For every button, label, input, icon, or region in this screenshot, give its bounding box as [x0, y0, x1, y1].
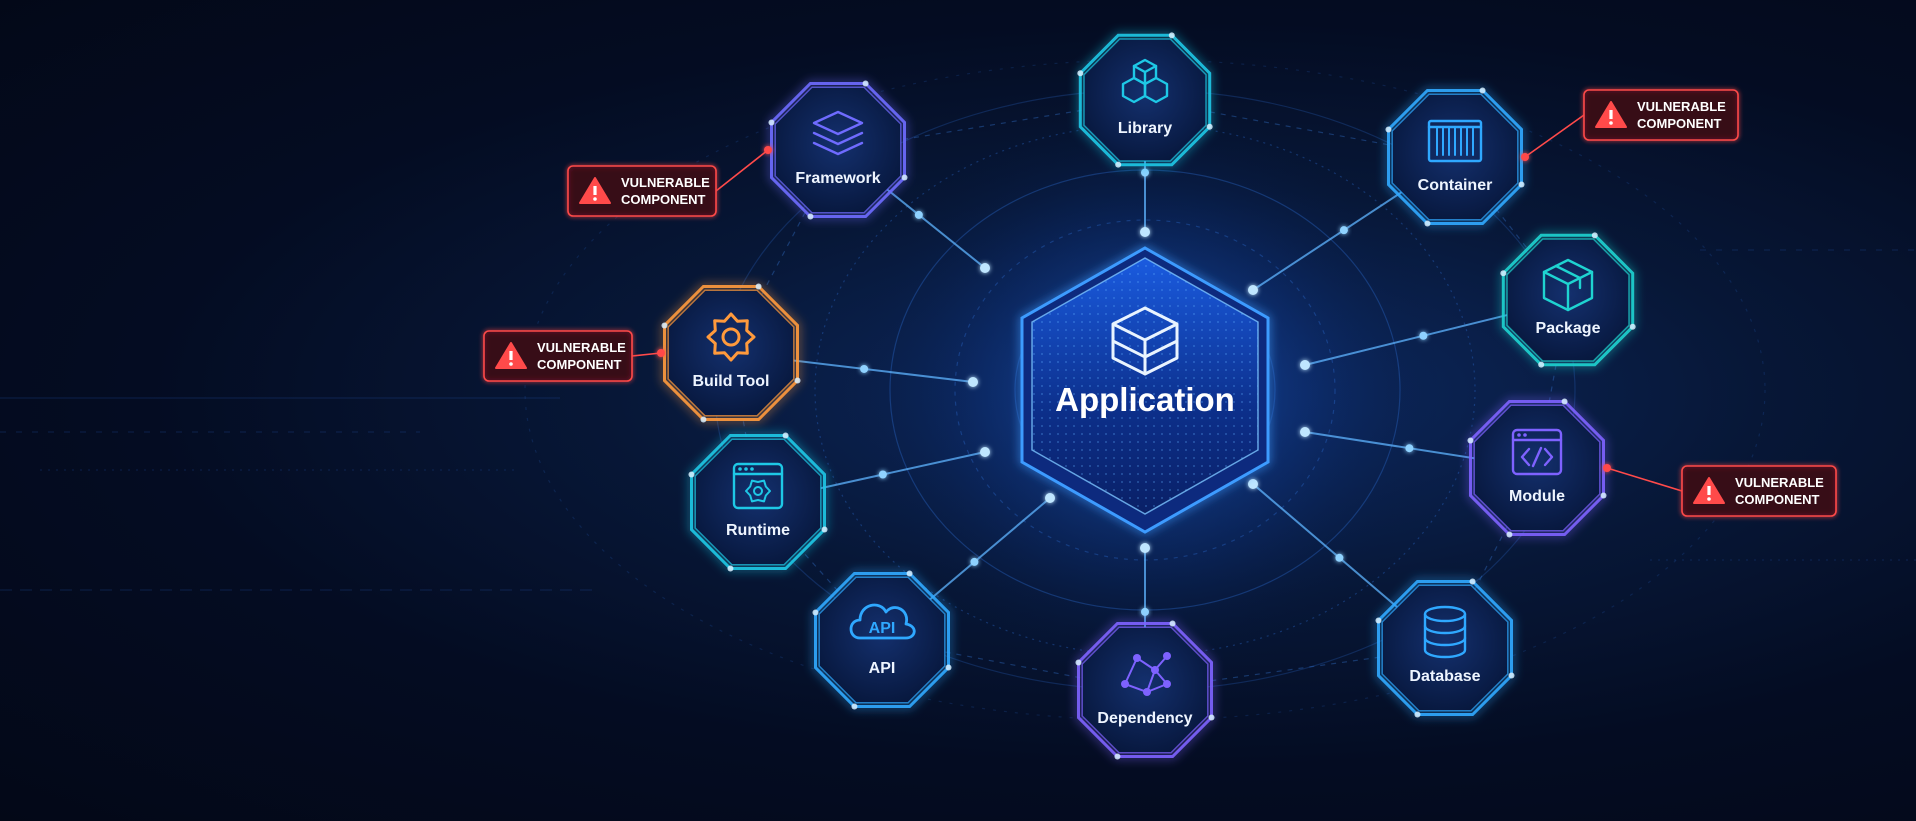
ring-link — [1144, 99, 1456, 158]
graph-icon — [1121, 652, 1171, 696]
application-node[interactable]: Application — [1020, 246, 1270, 534]
callout-line2: COMPONENT — [1637, 116, 1722, 131]
container-label: Container — [1418, 177, 1493, 194]
edge-dot-module — [1405, 444, 1414, 453]
database-node[interactable]: Database — [1375, 578, 1515, 718]
library-node[interactable]: Library — [1077, 32, 1213, 168]
dependency-label: Dependency — [1097, 710, 1192, 727]
edge-dot-library — [1141, 168, 1149, 177]
build-tool-label: Build Tool — [692, 373, 769, 390]
background-decoration — [0, 59, 1916, 721]
package-node[interactable]: Package — [1500, 232, 1636, 368]
dependency-node[interactable]: Dependency — [1075, 620, 1215, 760]
database-label: Database — [1409, 668, 1480, 685]
attach-dot-library — [1140, 227, 1150, 237]
ring-link — [1454, 156, 1569, 301]
framework-node[interactable]: Framework — [768, 80, 908, 220]
callout-line2: COMPONENT — [621, 192, 706, 207]
warning-triangle-icon — [495, 342, 527, 369]
container-node[interactable]: Container — [1385, 87, 1525, 227]
callout-line1: VULNERABLE — [621, 175, 710, 190]
vulnerable-component-callout[interactable]: VULNERABLE COMPONENT — [1603, 464, 1837, 517]
edge-dot-database — [1335, 553, 1344, 562]
library-label: Library — [1118, 120, 1172, 137]
build-tool-node[interactable]: Build Tool — [661, 283, 801, 423]
cubes-icon — [1121, 58, 1169, 104]
callout-line1: VULNERABLE — [537, 340, 626, 355]
callout-connector — [1524, 114, 1585, 158]
edge-dot-framework — [914, 210, 923, 219]
vulnerable-component-callout[interactable]: VULNERABLE COMPONENT — [483, 330, 665, 382]
container-icon — [1427, 119, 1483, 163]
attach-dot-api — [1045, 493, 1055, 503]
callout-connector — [631, 352, 662, 357]
code-window-icon — [1511, 428, 1563, 476]
api-node[interactable]: API API — [812, 570, 952, 710]
ring-link — [837, 99, 1146, 151]
attach-dot-dependency — [1140, 543, 1150, 553]
database-icon — [1423, 605, 1467, 659]
attach-dot-database — [1248, 479, 1258, 489]
vulnerability-callouts: VULNERABLECOMPONENTVULNERABLECOMPONENTVU… — [483, 89, 1837, 517]
api-label: API — [869, 660, 896, 677]
edge-dot-package — [1419, 331, 1428, 340]
module-node[interactable]: Module — [1467, 398, 1607, 538]
application-label: Application — [1055, 381, 1235, 418]
runtime-node[interactable]: Runtime — [688, 432, 828, 572]
box-icon — [1542, 258, 1594, 312]
module-label: Module — [1509, 488, 1565, 505]
edge-dot-runtime — [878, 470, 887, 479]
attach-dot-runtime — [980, 447, 990, 457]
warning-triangle-icon — [1693, 477, 1725, 504]
attach-dot-container — [1248, 285, 1258, 295]
gear-window-icon — [732, 462, 784, 510]
edge-dot-container — [1339, 226, 1348, 235]
edge-dot-api — [970, 557, 979, 566]
api-icon-text: API — [869, 620, 896, 637]
vulnerable-component-callout[interactable]: VULNERABLE COMPONENT — [567, 146, 772, 217]
gear-icon — [706, 312, 756, 362]
callout-line2: COMPONENT — [1735, 492, 1820, 507]
cube-grid-icon — [1111, 306, 1179, 376]
callout-connector — [715, 149, 769, 192]
framework-label: Framework — [795, 170, 880, 187]
attach-dot-build-tool — [968, 377, 978, 387]
warning-triangle-icon — [579, 177, 611, 204]
package-label: Package — [1536, 320, 1601, 337]
edge-dot-dependency — [1141, 607, 1149, 616]
callout-line1: VULNERABLE — [1637, 99, 1726, 114]
runtime-label: Runtime — [726, 522, 790, 539]
edge-dot-build-tool — [860, 364, 869, 373]
warning-triangle-icon — [1595, 101, 1627, 128]
vulnerable-component-callout[interactable]: VULNERABLE COMPONENT — [1521, 89, 1739, 161]
callout-line1: VULNERABLE — [1735, 475, 1824, 490]
cloud-api-icon: API — [849, 603, 916, 640]
layers-icon — [812, 110, 864, 156]
attach-dot-framework — [980, 263, 990, 273]
callout-line2: COMPONENT — [537, 357, 622, 372]
attach-dot-module — [1300, 427, 1310, 437]
callout-connector — [1606, 467, 1683, 492]
attach-dot-package — [1300, 360, 1310, 370]
connection-dots — [860, 168, 1428, 616]
